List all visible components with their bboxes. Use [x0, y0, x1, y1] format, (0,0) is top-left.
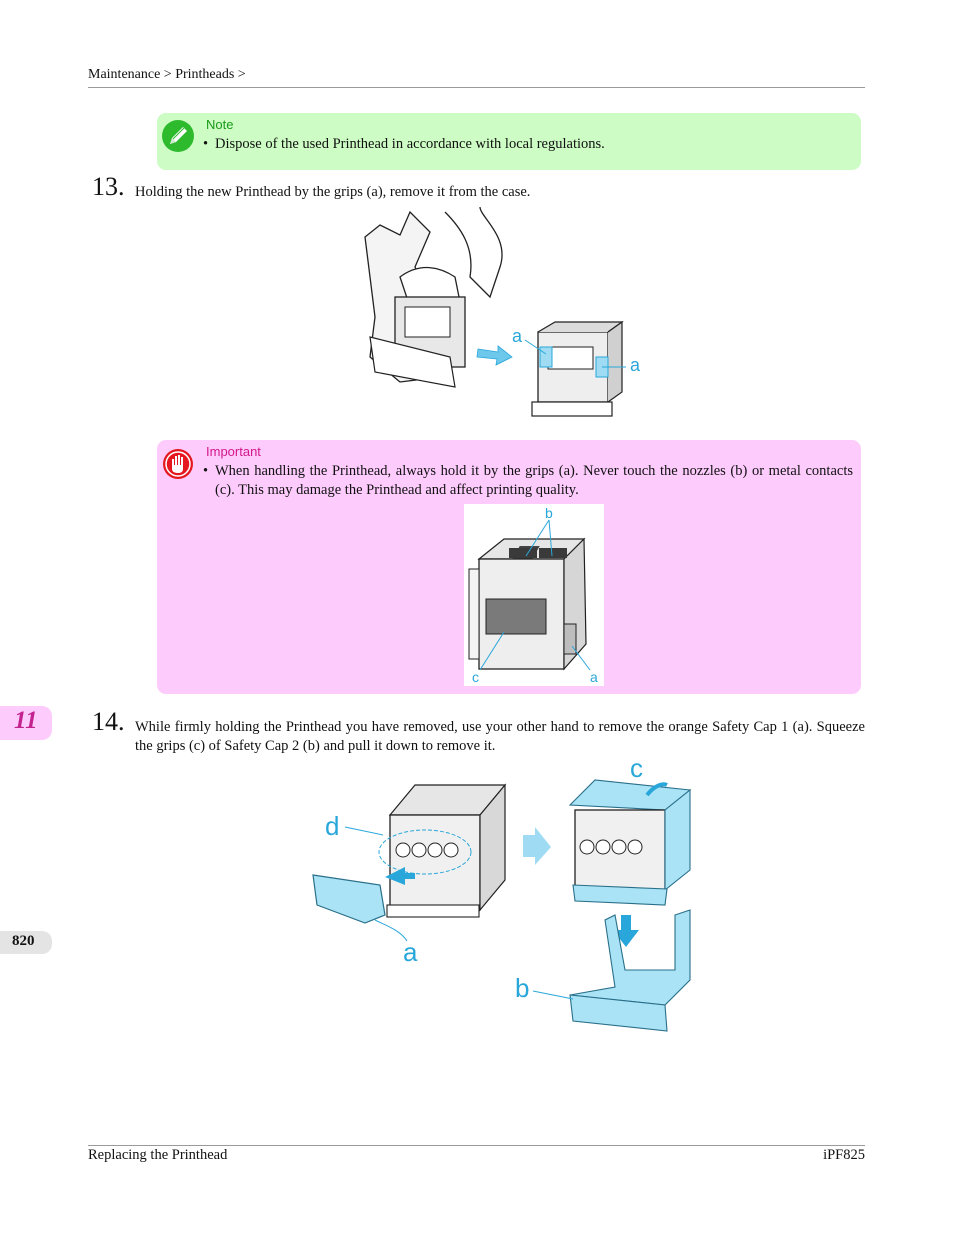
step-14-text: While firmly holding the Printhead you h… [135, 719, 865, 754]
callout-a-left: a [512, 326, 523, 346]
printhead-nozzles-illustration: b c a [464, 504, 604, 686]
important-title: Important [206, 444, 261, 459]
chapter-tab: 11 [0, 706, 52, 740]
step-13-number: 13. [92, 172, 125, 201]
callout-a: a [403, 937, 418, 967]
important-text: When handling the Printhead, always hold… [215, 463, 853, 498]
callout-a: a [590, 669, 598, 685]
callout-b: b [515, 973, 529, 1003]
callout-a-right: a [630, 355, 641, 375]
step-13-text: Holding the new Printhead by the grips (… [135, 184, 531, 200]
remove-safety-caps-illustration: d a c b [305, 755, 705, 1037]
note-box: Note • Dispose of the used Printhead in … [157, 113, 861, 170]
note-text: Dispose of the used Printhead in accorda… [215, 136, 605, 152]
chapter-number: 11 [14, 707, 38, 734]
important-box: Important • When handling the Printhead,… [157, 440, 861, 694]
note-title: Note [206, 117, 234, 132]
callout-d: d [325, 811, 339, 841]
callout-c: c [630, 755, 643, 783]
footer-model-name: iPF825 [823, 1147, 865, 1163]
page-number: 820 [12, 933, 35, 949]
stop-hand-icon [163, 449, 193, 479]
remove-printhead-illustration: a a [360, 207, 642, 427]
bullet-dot: • [203, 463, 209, 479]
header-rule [88, 87, 865, 88]
page-number-tab: 820 [0, 931, 52, 954]
callout-b: b [545, 505, 553, 521]
pencil-icon [162, 120, 194, 152]
breadcrumb: Maintenance > Printheads > [88, 67, 246, 82]
footer-section-title: Replacing the Printhead [88, 1147, 228, 1163]
step-14-number: 14. [92, 707, 125, 736]
callout-c: c [472, 669, 479, 685]
bullet-dot: • [203, 136, 209, 152]
footer-rule [88, 1145, 865, 1146]
